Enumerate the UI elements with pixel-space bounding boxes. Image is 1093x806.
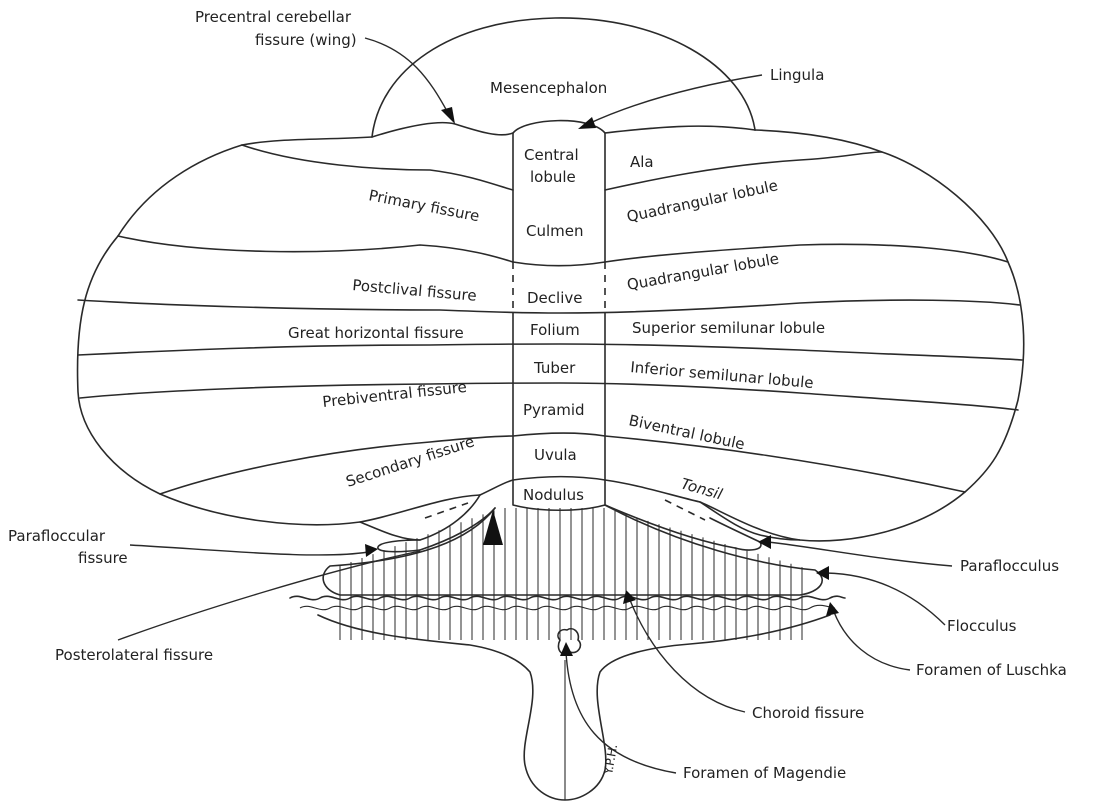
label-tuber: Tuber <box>533 359 576 377</box>
label-pyramid: Pyramid <box>523 401 585 419</box>
precentral-fissure-line <box>372 123 513 137</box>
label-biventral: Biventral lobule <box>627 411 746 453</box>
arrowhead-magendie <box>560 642 573 656</box>
parafloccular-fissure-left <box>378 540 420 552</box>
label-quadrangular-upper: Quadrangular lobule <box>625 176 779 226</box>
label-central-lobule-1: Central <box>524 146 579 164</box>
label-posterolateral: Posterolateral fissure <box>55 646 213 664</box>
label-secondary: Secondary fissure <box>344 432 477 490</box>
label-primary-fissure: Primary fissure <box>367 186 481 225</box>
arrow-choroid <box>630 600 745 712</box>
label-luschka: Foramen of Luschka <box>916 661 1067 679</box>
label-central-lobule-2: lobule <box>530 168 576 186</box>
label-flocculus: Flocculus <box>947 617 1017 635</box>
arrow-parafloccular-fissure <box>130 545 368 555</box>
arrow-luschka <box>834 612 910 670</box>
label-magendie: Foramen of Magendie <box>683 764 846 782</box>
mesencephalon-outline <box>372 18 755 137</box>
arrow-precentral <box>365 38 448 113</box>
label-inferior-semilunar: Inferior semilunar lobule <box>630 358 815 392</box>
label-ala: Ala <box>630 153 654 171</box>
label-superior-semilunar: Superior semilunar lobule <box>632 319 825 337</box>
label-precentral-line1: Precentral cerebellar <box>195 8 352 26</box>
arrow-flocculus <box>826 573 945 625</box>
label-parafloccular-1: Parafloccular <box>8 527 106 545</box>
arrow-paraflocculus <box>768 542 952 566</box>
label-paraflocculus: Paraflocculus <box>960 557 1059 575</box>
label-precentral-line2: fissure (wing) <box>255 31 357 49</box>
label-prebiventral: Prebiventral fissure <box>322 378 468 411</box>
label-culmen: Culmen <box>526 222 584 240</box>
flocculus-wavy-lower <box>300 605 835 609</box>
parafloccular-dash-right <box>665 500 705 520</box>
arrow-magendie <box>566 652 676 773</box>
choroid-hatching <box>340 508 802 640</box>
label-nodulus: Nodulus <box>523 486 584 504</box>
label-declive: Declive <box>527 289 582 307</box>
arrowhead-parafloccular-fissure <box>365 544 378 557</box>
arrowhead-precentral <box>441 107 455 124</box>
label-postclival: Postclival fissure <box>352 276 478 305</box>
label-great-horizontal: Great horizontal fissure <box>288 324 464 342</box>
artist-signature: Y.P.H. <box>601 743 620 776</box>
label-mesencephalon: Mesencephalon <box>490 79 607 97</box>
label-choroid: Choroid fissure <box>752 704 864 722</box>
arrowhead-nodulus <box>483 510 503 545</box>
arrow-lingula <box>588 75 762 124</box>
arrowhead-luschka <box>826 602 839 616</box>
precentral-fissure-line-right <box>605 126 755 133</box>
label-lingula: Lingula <box>770 66 824 84</box>
culmen-lower-line <box>118 236 1008 266</box>
label-folium: Folium <box>530 321 580 339</box>
primary-fissure-line <box>242 145 513 190</box>
label-uvula: Uvula <box>534 446 577 464</box>
label-parafloccular-2: fissure <box>78 549 128 567</box>
great-horizontal-fissure-line <box>78 344 1022 360</box>
